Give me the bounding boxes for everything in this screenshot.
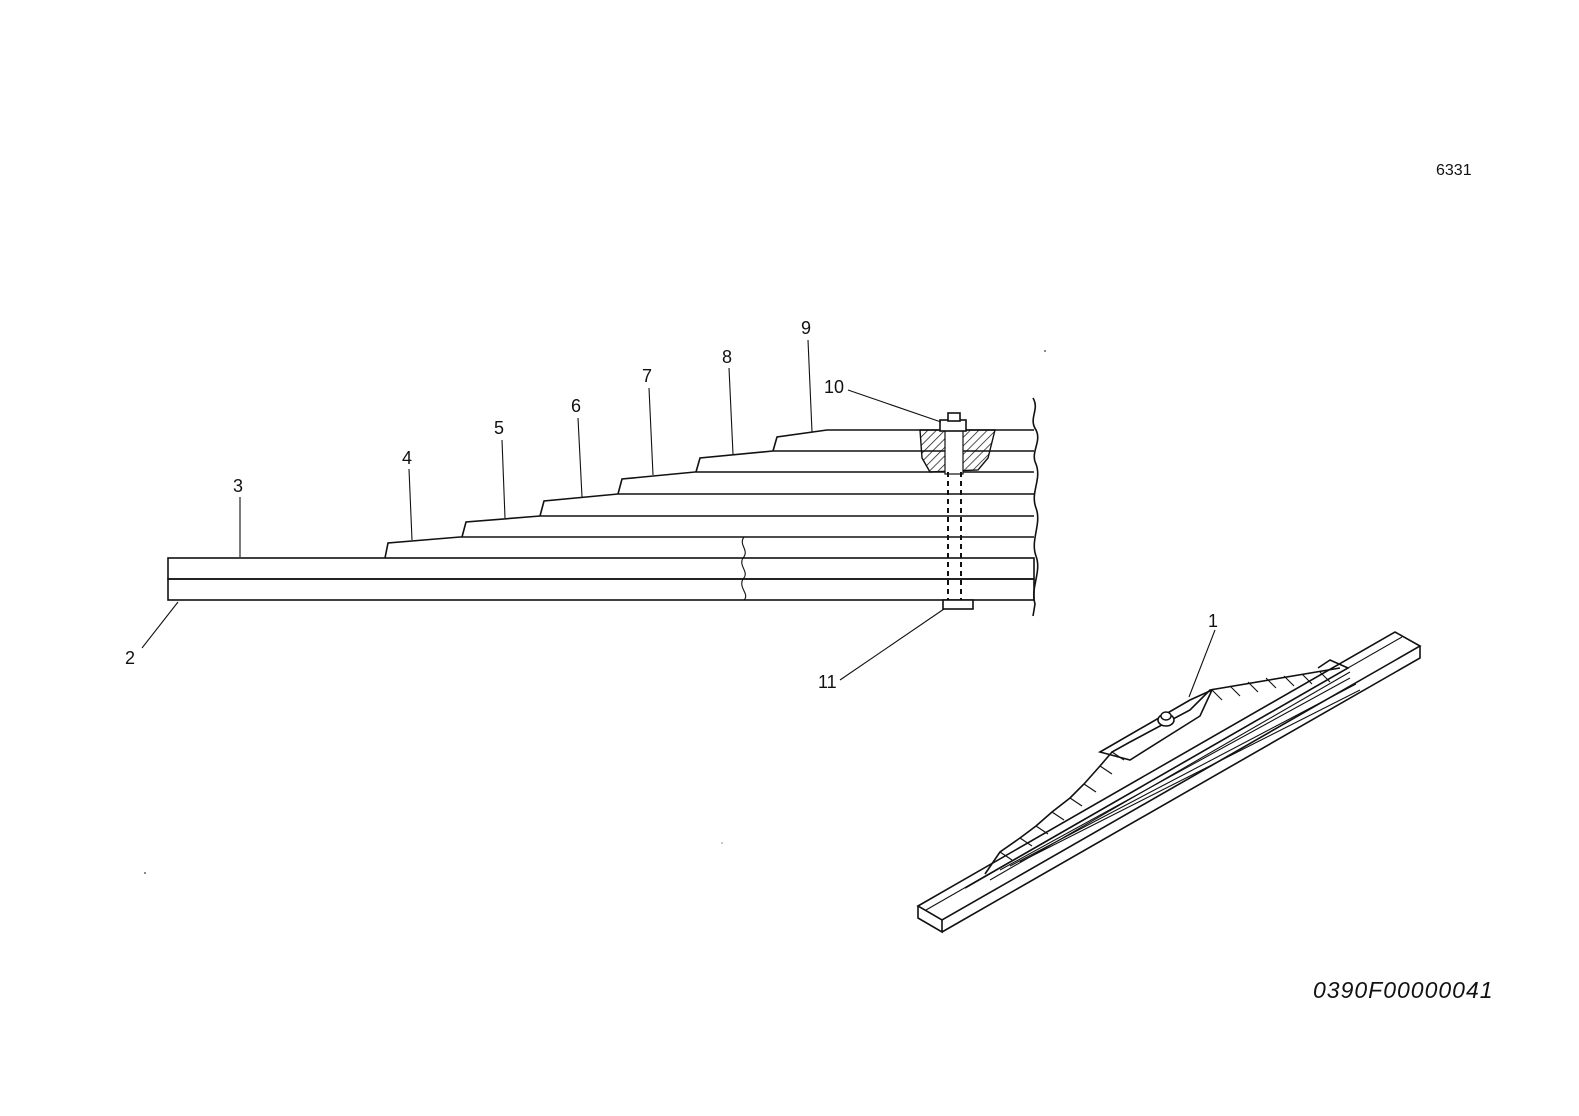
- leaf-6: [539, 493, 1034, 517]
- callout-4: 4: [402, 448, 412, 468]
- reference-code: 0390F00000041: [1313, 977, 1494, 1003]
- leaf-2: [167, 578, 1035, 601]
- sheet-number: 6331: [1436, 162, 1472, 179]
- leaf-8: [695, 450, 1034, 473]
- leaf-spring-isometric-view: [916, 631, 1422, 934]
- callout-leaders: [141, 339, 1216, 698]
- callout-9: 9: [801, 318, 811, 338]
- callout-7: 7: [642, 366, 652, 386]
- callout-1: 1: [1208, 611, 1218, 631]
- leaf-spring-side-view: [167, 397, 1039, 617]
- center-bolt-nut: [942, 599, 974, 610]
- callout-5: 5: [494, 418, 504, 438]
- callout-11: 11: [818, 672, 837, 692]
- speck: [721, 842, 723, 844]
- leaf-7: [617, 471, 1034, 495]
- callout-3: 3: [233, 476, 243, 496]
- speck: [144, 872, 146, 874]
- clamp-slot: [944, 429, 964, 475]
- leaf-4: [384, 536, 1034, 559]
- leaf-3: [167, 557, 1035, 580]
- callout-2: 2: [125, 648, 135, 668]
- section-break-edge: [1032, 397, 1039, 617]
- speck: [1044, 350, 1046, 352]
- callout-8: 8: [722, 347, 732, 367]
- break-line: [741, 536, 747, 601]
- leaf-5: [461, 515, 1034, 538]
- center-bolt-top: [947, 412, 961, 422]
- callout-10: 10: [824, 377, 844, 397]
- callout-6: 6: [571, 396, 581, 416]
- callout-labels: 1 2 3 4 5 6 7 8 9 10 11: [125, 318, 1218, 692]
